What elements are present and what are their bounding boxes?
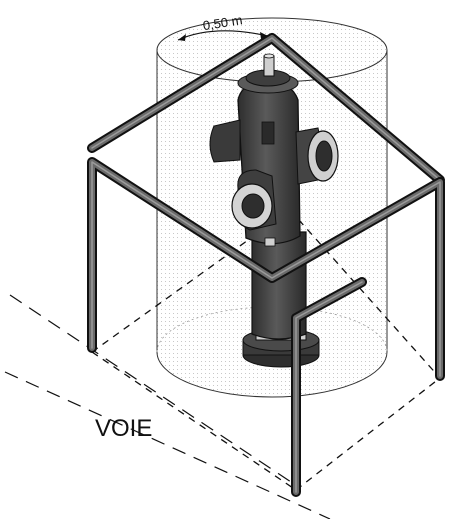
road-edge-lines <box>4 294 331 519</box>
hydrant-operating-nut <box>263 55 275 77</box>
clearance-cylinder-bottom <box>156 351 388 398</box>
barrier-front <box>87 157 445 381</box>
hydrant-column <box>251 231 307 340</box>
hydrant-plate-upper <box>261 121 275 145</box>
dimension-arrow-left <box>178 34 186 41</box>
road-edge-line-lower <box>4 371 331 519</box>
hydrant-plate-lower <box>264 237 276 247</box>
dimension-annotation: 0,50 m <box>177 12 269 41</box>
hydrant-operating-nut-top <box>263 53 275 59</box>
hydrant-front-outlet-hole <box>241 193 265 219</box>
hydrant-right-outlet-hole <box>315 140 333 172</box>
road-label: VOIE <box>95 415 152 442</box>
barrier-back <box>87 33 445 185</box>
hydrant-left-outlet <box>209 119 241 163</box>
dimension-arrow-right <box>260 32 268 39</box>
ground-footprint <box>91 209 441 491</box>
road-edge-line-upper <box>9 294 301 489</box>
dimension-label: 0,50 m <box>202 12 244 33</box>
barrier-front-post <box>291 277 367 497</box>
